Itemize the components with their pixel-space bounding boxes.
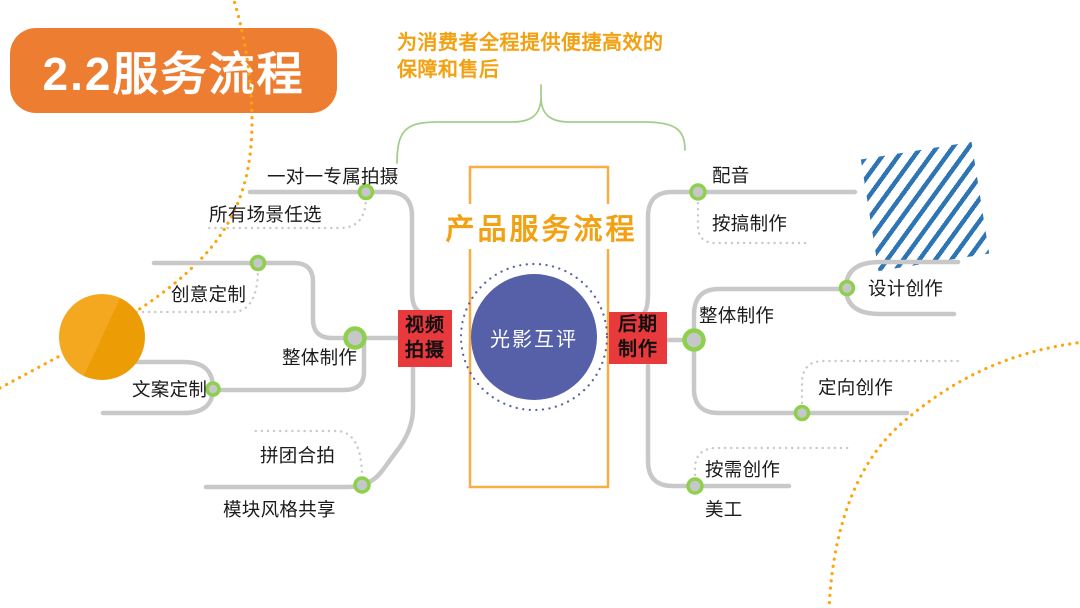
label-targeted-creation: 定向创作 (818, 377, 894, 398)
dotted-ring-icon (459, 262, 609, 412)
label-module-style-share: 模块风格共享 (223, 499, 336, 520)
label-copywriting-custom: 文案定制 (132, 379, 208, 400)
label-overall-production-right: 整体制作 (699, 305, 775, 326)
branch-node-icons (205, 183, 856, 495)
label-art-design: 美工 (705, 499, 743, 520)
annotation-line2: 保障和售后 (397, 59, 500, 81)
stage-box-post-production-label: 后期制作 (617, 314, 658, 360)
mindmap-connectors (100, 189, 961, 490)
orange-circle-icon (59, 294, 145, 380)
stage-box-video-shooting: 视频拍摄 (398, 310, 452, 367)
dotted-arc-bottom-right-icon (827, 340, 1080, 608)
stage-box-post-production: 后期制作 (609, 312, 667, 364)
slide-title-badge: 2.2服务流程 (10, 28, 337, 113)
label-exclusive-shooting: 一对一专属拍摄 (267, 166, 399, 187)
annotation: 为消费者全程提供便捷高效的 保障和售后 (397, 30, 717, 84)
diagram-title-text: 产品服务流程 (445, 213, 638, 246)
label-design-creation: 设计创作 (868, 278, 944, 299)
brace-icon (396, 84, 686, 164)
label-group-shoot: 拼团合拍 (260, 445, 336, 466)
label-draft-production: 按搞制作 (712, 213, 788, 234)
label-all-scenes: 所有场景任选 (209, 204, 322, 225)
annotation-line1: 为消费者全程提供便捷高效的 (397, 32, 664, 54)
mindmap-dotted-connectors (120, 195, 960, 483)
stage-box-video-shooting-label: 视频拍摄 (404, 314, 445, 361)
root-node: 光影互评 (471, 274, 597, 400)
label-dubbing: 配音 (712, 165, 750, 186)
frame-rect (468, 165, 610, 489)
label-creative-custom: 创意定制 (171, 284, 247, 305)
label-overall-production-left: 整体制作 (282, 347, 358, 368)
slide-title-text: 2.2服务流程 (42, 47, 305, 100)
label-on-demand-creation: 按需创作 (705, 459, 781, 480)
diagram-title: 产品服务流程 (443, 204, 640, 249)
root-node-label: 光影互评 (490, 328, 578, 351)
